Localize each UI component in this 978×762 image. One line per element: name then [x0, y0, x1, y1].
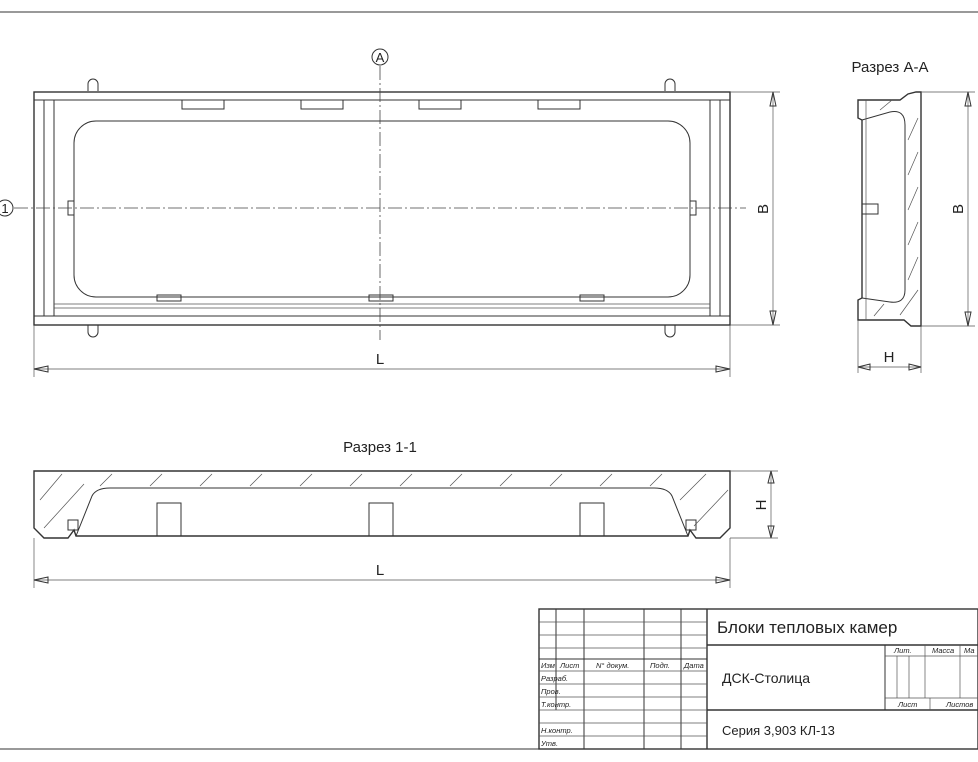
- embedded-plate: [368, 294, 394, 302]
- arrow-head: [767, 525, 775, 539]
- tb-col-list: Лист: [559, 661, 579, 670]
- axis-1-marker: [0, 199, 14, 217]
- lifting-loop: [664, 325, 676, 338]
- arrow-head: [33, 365, 49, 373]
- tb-row-prov: Пров.: [541, 687, 561, 696]
- section-aa-hatch: [873, 99, 919, 317]
- section-aa-dim-height: H: [884, 349, 895, 366]
- tb-sheet: Лист: [897, 700, 917, 709]
- tb-col-sign: Подп.: [650, 661, 670, 670]
- embedded-plate: [300, 99, 344, 110]
- section-11-view: Разрез 1-1: [33, 439, 778, 588]
- arrow-head: [769, 310, 777, 326]
- tb-col-date: Дата: [683, 661, 704, 670]
- section-aa-plate: [861, 203, 879, 215]
- arrow-head: [715, 576, 731, 584]
- lifting-loop: [87, 325, 99, 338]
- section-aa-cavity: [861, 111, 906, 303]
- embedded-plate: [537, 99, 581, 110]
- arrow-head: [964, 91, 972, 107]
- section-11-rib: [156, 502, 182, 537]
- tb-col-izm: Изм: [541, 661, 555, 670]
- section-11-pad: [67, 519, 79, 531]
- section-11-cavity: [75, 487, 689, 537]
- embedded-plate: [156, 294, 182, 302]
- section-11-dim-height: H: [753, 500, 770, 511]
- lifting-loop: [87, 78, 99, 91]
- arrow-head: [857, 363, 871, 371]
- section-aa-view: Разрез А-А B H: [852, 59, 975, 373]
- plan-view: A 1 L B: [0, 48, 780, 377]
- embedded-plate: [181, 99, 225, 110]
- tb-row-utv: Утв.: [540, 739, 558, 748]
- tb-series: Серия 3,903 КЛ-13: [722, 723, 835, 738]
- plan-dim-length: L: [376, 351, 384, 368]
- arrow-head: [908, 363, 922, 371]
- section-11-rib: [368, 502, 394, 537]
- section-11-profile: [33, 470, 731, 539]
- arrow-head: [33, 576, 49, 584]
- tb-lit: Лит.: [893, 646, 912, 655]
- embedded-plate: [418, 99, 462, 110]
- lifting-loop: [664, 78, 676, 91]
- section-aa-profile: [857, 91, 922, 327]
- section-11-hatch: [39, 473, 729, 529]
- tb-organization: ДСК-Столица: [722, 670, 810, 686]
- section-11-rib: [579, 502, 605, 537]
- axis-1-mark: 1: [1, 201, 8, 216]
- plan-dim-width: B: [755, 204, 772, 214]
- section-11-pad: [685, 519, 697, 531]
- inner-recess: [73, 120, 691, 298]
- tb-row-razrab: Разраб.: [541, 674, 568, 683]
- section-11-title: Разрез 1-1: [343, 439, 417, 456]
- arrow-head: [715, 365, 731, 373]
- tb-row-tkontr: Т.контр.: [541, 700, 571, 709]
- tb-title: Блоки тепловых камер: [717, 618, 897, 637]
- tb-col-doc: N° докум.: [596, 661, 629, 670]
- tb-scale: Ма: [964, 646, 975, 655]
- tb-row-nkontr: Н.контр.: [541, 726, 573, 735]
- section-11-dim-length: L: [376, 562, 384, 579]
- axis-a-mark: A: [376, 50, 385, 65]
- tb-sheets: Листов: [945, 700, 973, 709]
- section-aa-dim-width: B: [950, 204, 967, 214]
- tb-mass: Масса: [932, 646, 954, 655]
- embedded-plate: [579, 294, 605, 302]
- axis-a-marker: [371, 48, 389, 66]
- title-block-frame: [538, 608, 978, 750]
- section-aa-title: Разрез А-А: [852, 59, 929, 76]
- arrow-head: [769, 91, 777, 107]
- title-block: Изм Лист N° докум. Подп. Дата Разраб. Пр…: [538, 608, 978, 750]
- block-outline: [33, 91, 731, 326]
- arrow-head: [767, 470, 775, 484]
- arrow-head: [964, 311, 972, 327]
